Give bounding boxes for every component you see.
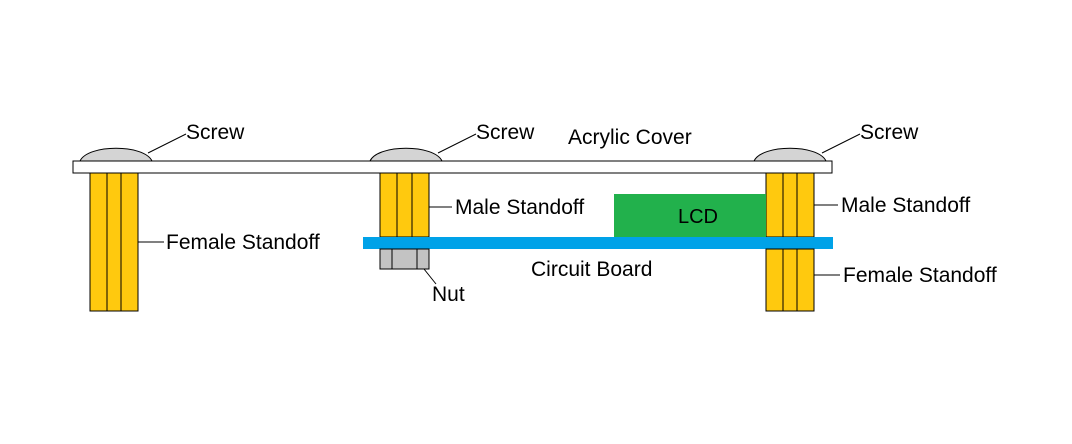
leader-nut [423, 268, 437, 285]
label-male-standoff-right: Male Standoff [841, 194, 970, 217]
label-screw-right: Screw [860, 121, 919, 144]
leader-screw-left [147, 133, 187, 154]
label-female-standoff-left: Female Standoff [166, 231, 320, 254]
screw-head-right [753, 147, 827, 162]
circuit-board [363, 237, 833, 249]
label-female-standoff-right: Female Standoff [843, 264, 997, 287]
leader-screw-middle [437, 133, 477, 154]
nut [379, 248, 430, 270]
leader-screw-right [821, 133, 861, 154]
label-acrylic-cover: Acrylic Cover [568, 126, 692, 149]
male-standoff-right [765, 172, 815, 238]
screw-head-middle [369, 147, 443, 162]
acrylic-cover [72, 160, 833, 174]
label-male-standoff-middle: Male Standoff [455, 196, 584, 219]
male-standoff-middle [379, 172, 430, 238]
label-circuit-board: Circuit Board [531, 258, 652, 281]
female-standoff-right [765, 248, 815, 312]
label-screw-left: Screw [186, 121, 245, 144]
screw-head-left [79, 147, 153, 162]
female-standoff-left [89, 172, 139, 312]
label-nut: Nut [432, 283, 465, 306]
label-screw-middle: Screw [476, 121, 535, 144]
lcd-module [614, 194, 766, 237]
lcd-label: LCD [678, 206, 718, 228]
